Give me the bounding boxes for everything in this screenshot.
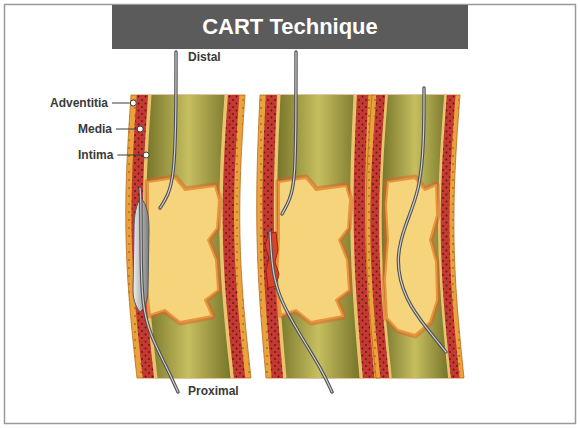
wire-core	[398, 88, 446, 352]
plaque	[146, 178, 219, 322]
layer-label: Intima	[78, 148, 113, 162]
media-layer	[262, 95, 374, 378]
guidewire	[270, 232, 332, 392]
leader-line	[117, 155, 142, 156]
wire-outline	[270, 232, 332, 392]
lumen	[277, 95, 359, 378]
title-banner	[112, 5, 468, 49]
pointer-dot	[137, 126, 143, 132]
wire-outline	[140, 188, 178, 392]
vessel	[126, 95, 251, 378]
intima-layer	[143, 95, 234, 378]
wire-outline	[160, 52, 176, 208]
direction-label: Proximal	[188, 384, 239, 398]
plaque-halo	[146, 178, 219, 322]
plaque-halo	[385, 178, 437, 335]
media-layer	[131, 95, 245, 378]
leader-line	[116, 129, 137, 130]
layer-label: Adventitia	[50, 96, 108, 110]
wire-core	[140, 188, 178, 392]
leader-line	[112, 103, 130, 104]
frame	[5, 5, 576, 424]
layer-label: Media	[78, 122, 112, 136]
media-layer	[370, 95, 459, 378]
wire-outline	[398, 88, 446, 352]
pointer-dot	[130, 100, 136, 106]
pointer-dot	[143, 152, 149, 158]
plaque	[385, 178, 437, 335]
lumen	[382, 95, 448, 378]
intima-layer	[379, 95, 451, 378]
guidewire	[282, 52, 296, 214]
wire-core	[282, 52, 296, 214]
wire-outline	[282, 52, 296, 214]
guidewire	[140, 188, 178, 392]
guidewire	[160, 52, 176, 208]
direction-label: Distal	[188, 50, 221, 64]
lumen	[146, 95, 230, 378]
wire-core	[270, 232, 332, 392]
vessel	[257, 95, 380, 378]
adventitia-layer	[126, 95, 251, 378]
intima-layer	[274, 95, 363, 378]
vessel	[366, 95, 464, 378]
diagram-title: CART Technique	[112, 5, 468, 49]
guidewire	[398, 88, 446, 352]
wire-core	[160, 52, 176, 208]
adventitia-layer	[257, 95, 380, 378]
adventitia-layer	[366, 95, 464, 378]
